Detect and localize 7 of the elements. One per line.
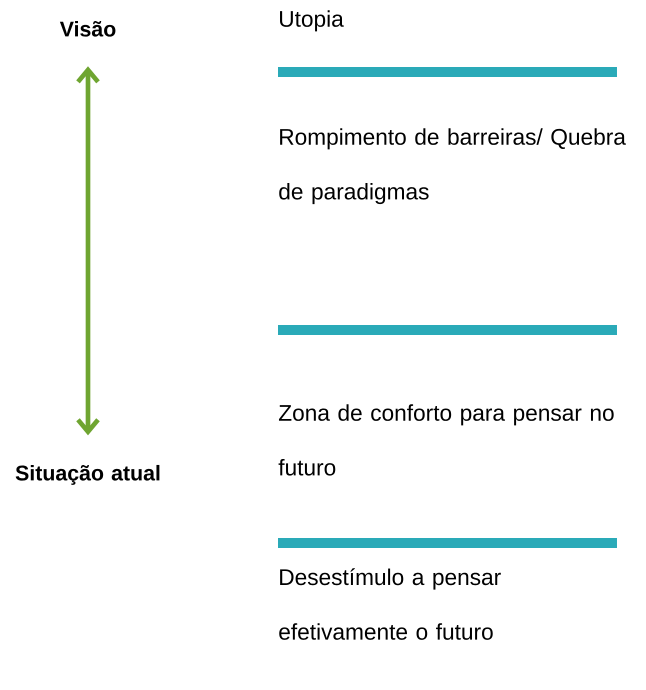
level-text: Utopia <box>280 10 344 32</box>
stage-label: Visão <box>60 20 116 37</box>
level-text: Desestímulo a pensar efetivamente o futuro <box>279 568 501 640</box>
level-text: Zona de conforto para pensar no futuro <box>278 404 614 476</box>
stage-label: Situação atual <box>16 464 160 485</box>
level-text: Rompimento de barreiras/ Quebra de paradigmas <box>279 128 626 204</box>
double-arrow <box>76 66 100 436</box>
